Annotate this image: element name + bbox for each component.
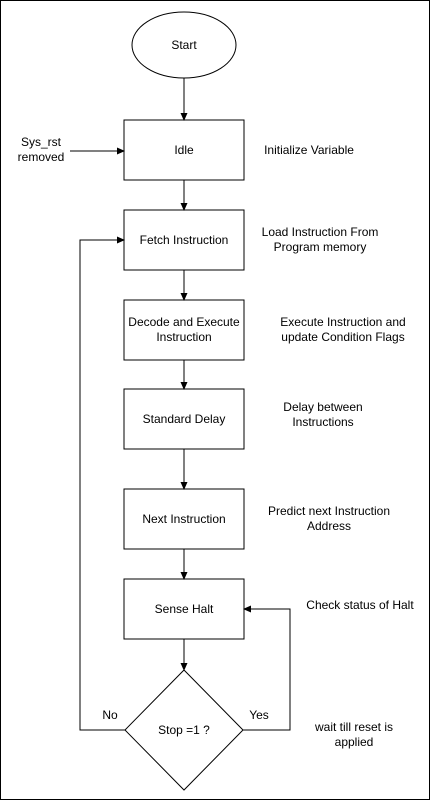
idle-process [123, 119, 245, 181]
decode-process [123, 299, 245, 361]
yes-branch-label: Yes [249, 707, 269, 722]
arrow-no-loop [79, 236, 125, 731]
next-label: Next Instruction [142, 511, 226, 526]
stop-decision [124, 669, 244, 791]
start-label: Start [171, 37, 197, 52]
decision-label: Stop =1 ? [158, 722, 210, 737]
sense-label: Sense Halt [154, 601, 214, 616]
fetch-label: Fetch Instruction [139, 232, 229, 247]
note-decode: Execute Instruction and update Condition… [280, 315, 406, 344]
note-decision: wait till reset is applied [314, 720, 394, 749]
note-next: Predict next Instruction Address [267, 504, 391, 533]
note-sense: Check status of Halt [306, 597, 414, 612]
note-fetch: Load Instruction From Program memory [261, 225, 379, 254]
decode-label: Decode and Execute Instruction [128, 315, 240, 344]
next-process [123, 488, 245, 550]
arrow-yes-loop [243, 605, 291, 731]
delay-label: Standard Delay [142, 411, 226, 426]
idle-label: Idle [174, 142, 194, 157]
no-branch-label: No [102, 707, 118, 722]
sys-rst-label: Sys_rst removed [17, 135, 65, 164]
note-delay: Delay between Instructions [283, 400, 363, 429]
note-idle: Initialize Variable [264, 142, 354, 157]
delay-process [123, 388, 245, 450]
